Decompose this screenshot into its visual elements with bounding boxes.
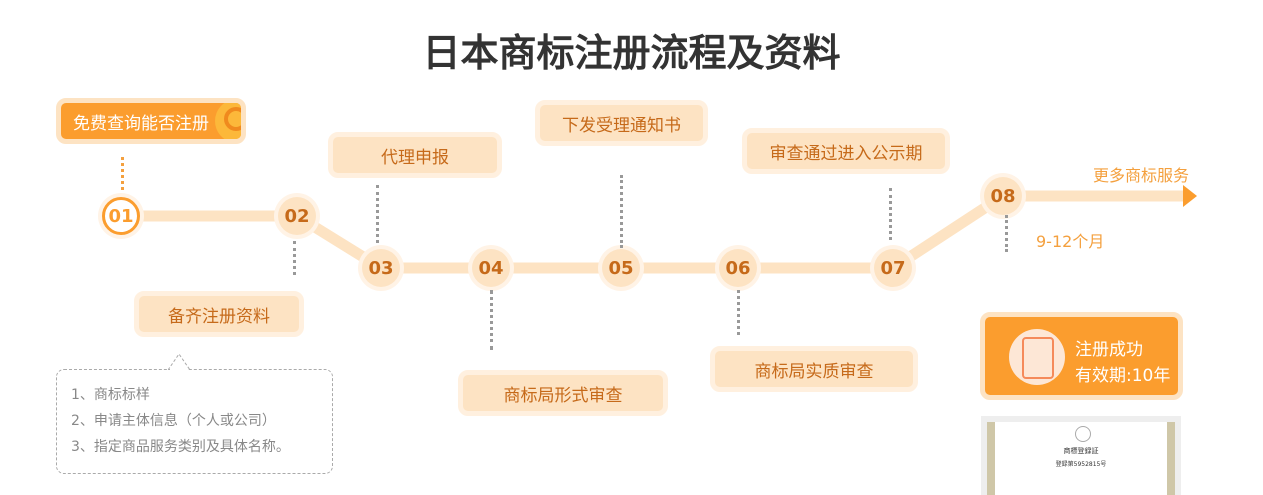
- step-node-08: 08: [984, 177, 1022, 215]
- certificate-icon: [1009, 329, 1065, 385]
- step-box-02: 备齐注册资料: [134, 291, 304, 337]
- success-validity: 有效期:10年: [1075, 366, 1171, 386]
- connector: [1005, 215, 1008, 252]
- success-box: 注册成功 有效期:10年: [980, 312, 1183, 400]
- connector: [376, 185, 379, 243]
- step-number: 05: [608, 257, 634, 279]
- search-icon: [215, 103, 241, 139]
- step-number: 01: [108, 205, 134, 227]
- step-label: 免费查询能否注册: [73, 113, 209, 134]
- step-label: 下发受理通知书: [562, 115, 681, 136]
- step-box-06: 商标局实质审查: [710, 346, 918, 392]
- step-number: 07: [880, 257, 906, 279]
- step-number: 08: [990, 185, 1016, 207]
- step-label: 备齐注册资料: [168, 306, 270, 327]
- more-services-link[interactable]: 更多商标服务: [1093, 166, 1190, 185]
- step-node-06: 06: [719, 249, 757, 287]
- step-label: 代理申报: [381, 147, 449, 168]
- step-box-03: 代理申报: [328, 132, 502, 178]
- connector: [889, 188, 892, 240]
- note-pointer: [168, 353, 190, 370]
- material-item: 3、指定商品服务类别及具体名称。: [71, 439, 290, 455]
- step-number: 02: [284, 205, 310, 227]
- arrow-icon: [1183, 185, 1197, 207]
- connector: [737, 290, 740, 335]
- connector: [490, 290, 493, 350]
- success-title: 注册成功: [1075, 340, 1143, 360]
- material-item: 1、商标标样: [71, 387, 150, 403]
- step-number: 06: [725, 257, 751, 279]
- connector: [121, 157, 124, 190]
- step-label: 商标局形式审查: [503, 385, 623, 406]
- note-gap: [170, 369, 188, 372]
- materials-list: 1、商标标样 2、申请主体信息（个人或公司） 3、指定商品服务类别及具体名称。: [56, 369, 333, 474]
- step-node-01: 01: [102, 197, 140, 235]
- step-box-07: 审查通过进入公示期: [742, 128, 950, 174]
- duration-label: 9-12个月: [1036, 232, 1105, 251]
- step-label: 商标局实质审查: [754, 361, 874, 382]
- step-node-07: 07: [874, 249, 912, 287]
- connector: [620, 175, 623, 248]
- step-box-05: 下发受理通知书: [535, 100, 708, 146]
- step-box-04: 商标局形式审查: [458, 370, 668, 416]
- page-title: 日本商标注册流程及资料: [422, 31, 841, 75]
- certificate-title: 商標登録証: [1063, 447, 1099, 455]
- step-number: 03: [368, 257, 394, 279]
- material-item: 2、申请主体信息（个人或公司）: [71, 413, 276, 429]
- connector: [293, 241, 296, 275]
- certificate-number: 登録第5952815号: [1055, 461, 1107, 468]
- step-box-01: 免费查询能否注册: [56, 98, 246, 144]
- step-node-04: 04: [472, 249, 510, 287]
- step-node-02: 02: [278, 197, 316, 235]
- step-number: 04: [478, 257, 504, 279]
- step-label: 审查通过进入公示期: [769, 143, 923, 164]
- step-node-05: 05: [602, 249, 640, 287]
- certificate-image: 商標登録証 登録第5952815号: [981, 416, 1181, 495]
- step-node-03: 03: [362, 249, 400, 287]
